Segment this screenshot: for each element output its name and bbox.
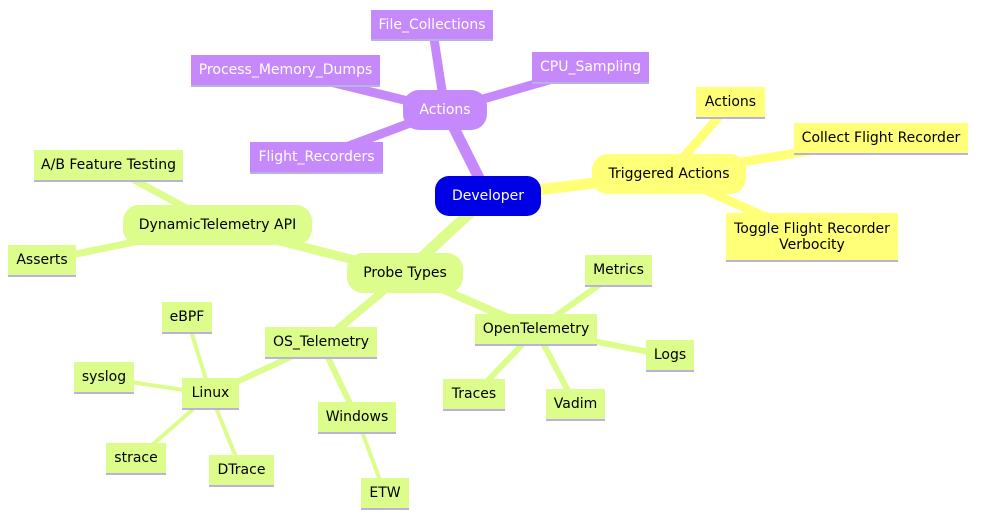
node-os-telemetry[interactable]: OS_Telemetry [265, 327, 377, 359]
root-node-developer[interactable]: Developer [435, 176, 541, 216]
node-file-collections[interactable]: File_Collections [371, 10, 493, 41]
node-cpu-sampling[interactable]: CPU_Sampling [532, 52, 649, 84]
node-linux[interactable]: Linux [182, 378, 239, 410]
node-probe-types[interactable]: Probe Types [347, 253, 463, 293]
node-syslog[interactable]: syslog [74, 362, 134, 394]
node-triggered-actions[interactable]: Triggered Actions [592, 154, 746, 194]
node-flight-recorders[interactable]: Flight_Recorders [250, 142, 383, 174]
node-collect-flight-recorder[interactable]: Collect Flight Recorder [794, 123, 968, 155]
node-metrics[interactable]: Metrics [585, 255, 652, 287]
node-etw[interactable]: ETW [361, 478, 409, 510]
node-ebpf[interactable]: eBPF [162, 302, 212, 334]
node-process-memory-dumps[interactable]: Process_Memory_Dumps [191, 55, 380, 87]
node-vadim[interactable]: Vadim [546, 389, 605, 421]
node-dynamictelemetry-api[interactable]: DynamicTelemetry API [123, 205, 312, 245]
node-actions[interactable]: Actions [403, 90, 487, 130]
node-asserts[interactable]: Asserts [8, 245, 76, 277]
node-dtrace[interactable]: DTrace [209, 455, 274, 487]
node-triggered-actions-actions[interactable]: Actions [696, 87, 765, 119]
node-toggle-flight-recorder-verbocity[interactable]: Toggle Flight Recorder Verbocity [726, 213, 898, 262]
node-opentelemetry[interactable]: OpenTelemetry [475, 314, 597, 346]
node-strace[interactable]: strace [106, 443, 166, 475]
node-windows[interactable]: Windows [318, 402, 396, 434]
node-traces[interactable]: Traces [443, 379, 505, 411]
node-logs[interactable]: Logs [646, 340, 694, 372]
node-ab-feature-testing[interactable]: A/B Feature Testing [34, 150, 183, 182]
